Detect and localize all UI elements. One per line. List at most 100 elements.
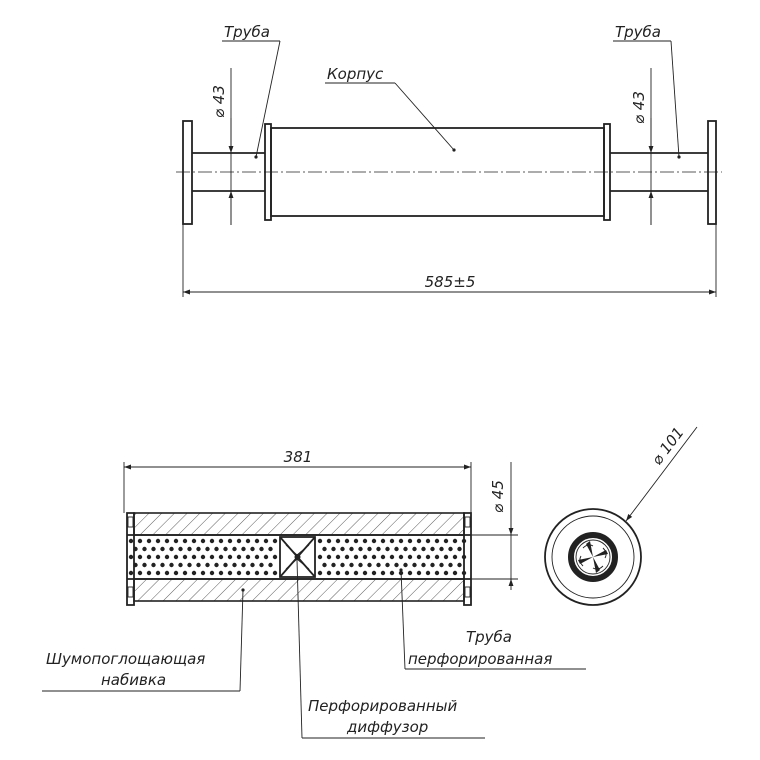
muffler-section-view: 381 ⌀ 45 Шумопоглощающая набивка Труба п…	[42, 448, 586, 739]
perforation-hole	[344, 570, 350, 576]
perforation-hole	[218, 570, 224, 576]
assembly-side-view: ⌀ 43 ⌀ 43 Труба Труба Корпус	[176, 23, 722, 297]
perforation-hole	[205, 562, 210, 568]
perforation-hole	[416, 554, 422, 560]
perforation-hole	[353, 554, 359, 560]
perforation-hole	[173, 554, 179, 560]
leader-pipe-right: Труба	[613, 23, 681, 159]
perforation-hole	[182, 570, 188, 576]
perforation-hole	[389, 538, 395, 544]
perforation-hole	[416, 570, 422, 576]
label-body: Корпус	[327, 65, 384, 83]
perforation-hole	[457, 562, 462, 568]
perforation-hole	[254, 570, 260, 576]
perforation-holes	[128, 538, 467, 576]
perforation-hole	[133, 546, 138, 552]
perforation-hole	[367, 562, 372, 568]
perforation-hole	[358, 562, 363, 568]
left-flange	[182, 120, 193, 225]
perforation-hole	[349, 562, 354, 568]
perforation-hole	[439, 546, 444, 552]
perforation-hole	[254, 538, 260, 544]
perforation-hole	[362, 554, 368, 560]
perforation-hole	[385, 562, 390, 568]
perforation-hole	[317, 570, 323, 576]
perforation-hole	[160, 546, 165, 552]
dimension-pipe-diameter-left: ⌀ 43	[210, 68, 234, 225]
perforation-hole	[245, 538, 251, 544]
perforation-hole	[155, 570, 161, 576]
perforation-hole	[340, 562, 345, 568]
label-diffuser-line1: Перфорированный	[308, 697, 457, 715]
perforation-hole	[137, 570, 143, 576]
dimension-body-diameter: ⌀ 101	[625, 424, 698, 522]
body-inner-circle	[551, 515, 635, 599]
diffuser-vanes	[578, 541, 608, 573]
perforation-hole	[142, 546, 147, 552]
perforation-hole	[407, 570, 413, 576]
perforation-hole	[380, 554, 386, 560]
perforation-hole	[133, 562, 138, 568]
perforation-hole	[403, 562, 408, 568]
perforation-hole	[263, 538, 269, 544]
perforation-hole	[448, 562, 453, 568]
perforation-hole	[344, 538, 350, 544]
perforation-hole	[380, 570, 386, 576]
perforation-hole	[146, 554, 152, 560]
perforation-hole	[389, 570, 395, 576]
perforation-hole	[259, 546, 264, 552]
perforation-hole	[430, 546, 435, 552]
perforation-hole	[394, 562, 399, 568]
perforation-hole	[398, 554, 404, 560]
perforation-hole	[241, 546, 246, 552]
perforation-hole	[443, 554, 449, 560]
perforation-hole	[223, 562, 228, 568]
perforation-hole	[335, 554, 341, 560]
perforation-hole	[232, 546, 237, 552]
perforation-hole	[137, 554, 143, 560]
perforation-hole	[322, 562, 327, 568]
perforation-hole	[317, 554, 323, 560]
perforation-hole	[200, 554, 206, 560]
perforation-hole	[128, 554, 134, 560]
perforation-hole	[218, 538, 224, 544]
right-flange	[707, 120, 717, 225]
dimension-pipe-diameter: ⌀ 45	[471, 462, 518, 590]
perforation-hole	[250, 562, 255, 568]
perforation-hole	[407, 554, 413, 560]
perforation-hole	[173, 570, 179, 576]
perforation-hole	[263, 570, 269, 576]
packing-upper	[133, 512, 465, 536]
perforation-hole	[331, 546, 336, 552]
perforation-hole	[128, 538, 134, 544]
perforation-hole	[146, 538, 152, 544]
leader-body: Корпус	[325, 65, 456, 152]
perforation-hole	[439, 562, 444, 568]
perforation-hole	[191, 570, 197, 576]
right-pipe	[610, 152, 708, 192]
dimension-text: ⌀ 43	[630, 91, 648, 124]
perforation-hole	[358, 546, 363, 552]
perforation-hole	[272, 538, 278, 544]
label-packing-line1: Шумопоглощающая	[46, 650, 205, 668]
perforation-hole	[146, 570, 152, 576]
perforation-hole	[151, 562, 156, 568]
perforation-hole	[214, 546, 219, 552]
packing-lower	[133, 578, 465, 602]
perforation-hole	[317, 538, 323, 544]
label-diffuser-line2: диффузор	[346, 718, 428, 736]
perforation-hole	[268, 562, 273, 568]
perforation-hole	[187, 546, 192, 552]
perforation-hole	[236, 554, 242, 560]
perforation-hole	[209, 554, 215, 560]
leader-diffuser: Перфорированный диффузор	[296, 559, 485, 739]
perforation-hole	[155, 538, 161, 544]
label-perforated-pipe-line1: Труба	[466, 628, 512, 646]
perforation-hole	[155, 554, 161, 560]
perforation-hole	[362, 570, 368, 576]
leader-pipe-left: Труба	[222, 23, 281, 159]
perforation-hole	[376, 546, 381, 552]
dimension-text: 585±5	[425, 273, 476, 291]
leader-packing: Шумопоглощающая набивка	[42, 588, 245, 692]
